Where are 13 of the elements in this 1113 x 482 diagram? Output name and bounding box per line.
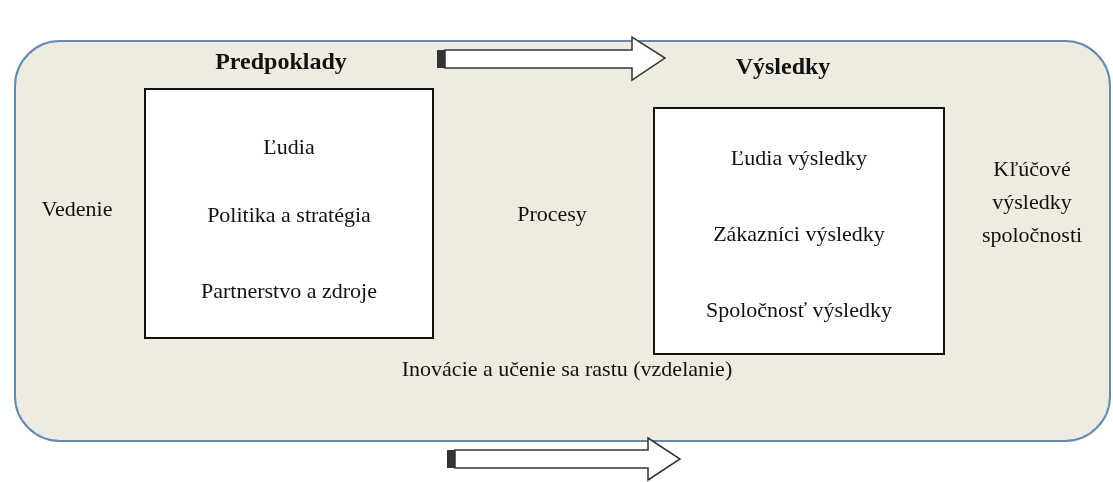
section-heading: Predpoklady xyxy=(215,48,347,75)
list-item: Ľudia výsledky xyxy=(729,145,869,171)
text-label: Vedenie xyxy=(40,195,114,223)
list-item: Ľudia xyxy=(262,134,316,160)
section-heading: Výsledky xyxy=(735,53,831,80)
list-item: Partnerstvo a zdroje xyxy=(200,278,378,304)
background-panel xyxy=(14,40,1111,442)
text-label: Procesy xyxy=(516,200,588,228)
text-label: Inovácie a učenie sa rastu (vzdelanie) xyxy=(400,355,734,383)
list-item: Zákazníci výsledky xyxy=(712,221,886,247)
list-item: Spoločnosť výsledky xyxy=(705,297,893,323)
list-item: Politika a stratégia xyxy=(206,202,372,228)
text-label: Kľúčové výsledky spoločnosti xyxy=(980,155,1084,249)
